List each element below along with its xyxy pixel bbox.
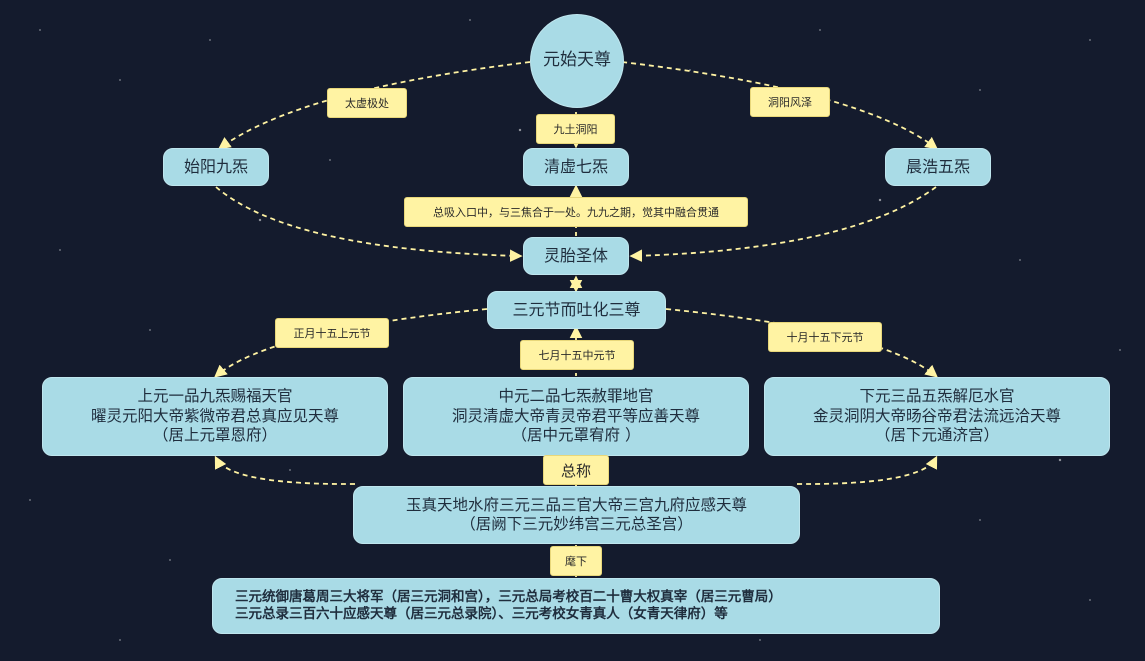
node-xiayuan-shuiguan: 下元三品五炁解厄水官 金灵洞阴大帝旸谷帝君法流远洽天尊 （居下元通济宫） [764, 377, 1110, 456]
edge-chenhao-lingtai [629, 186, 937, 263]
label-dongyang-fengze: 洞阳风泽 [750, 87, 830, 117]
edge-yuzhen-xiayuan [796, 455, 938, 485]
label-zongxi: 总吸入口中，与三焦合于一处。九九之期，觉其中融合贯通 [404, 197, 748, 227]
label-jiutu-dongyang: 九土洞阳 [536, 114, 615, 144]
edge-sanyuan-shangyuan [214, 308, 488, 378]
node-yuzhen-sanguan-dadi: 玉真天地水府三元三品三官大帝三宫九府应感天尊 （居阙下三元妙纬宫三元总圣宫） [353, 486, 800, 544]
edge-yuanshi-shiyang [217, 61, 531, 150]
node-zhongyuan-diguan: 中元二品七炁赦罪地官 洞灵清虚大帝青灵帝君平等应善天尊 （居中元罩宥府 ） [403, 377, 749, 456]
node-shangyuan-tianguan: 上元一品九炁赐福天官 曜灵元阳大帝紫微帝君总真应见天尊 （居上元罩恩府） [42, 377, 388, 456]
label-taixu-jichu: 太虚极处 [327, 88, 407, 118]
node-sanyuan-jie: 三元节而吐化三尊 [487, 291, 666, 329]
node-shiyang-jiuqi: 始阳九炁 [163, 148, 269, 186]
label-zhengyue-shangyuan: 正月十五上元节 [275, 318, 389, 348]
edge-yuzhen-shangyuan [214, 455, 356, 485]
label-shuxia: 麾下 [550, 546, 602, 576]
node-chenhao-wuqi: 晨浩五炁 [885, 148, 991, 186]
node-yuanshi-tianzun: 元始天尊 [530, 14, 624, 108]
node-qingxu-qiqi: 清虚七炁 [523, 148, 629, 186]
label-qiyue-zhongyuan: 七月十五中元节 [520, 340, 634, 370]
label-zongcheng: 总称 [543, 455, 609, 485]
node-subordinates: 三元统御唐葛周三大将军（居三元洞和宫），三元总局考校百二十曹大权真宰（居三元曹局… [212, 578, 940, 634]
node-lingtai-shengti: 灵胎圣体 [523, 237, 629, 275]
label-shiyue-xiayuan: 十月十五下元节 [768, 322, 882, 352]
